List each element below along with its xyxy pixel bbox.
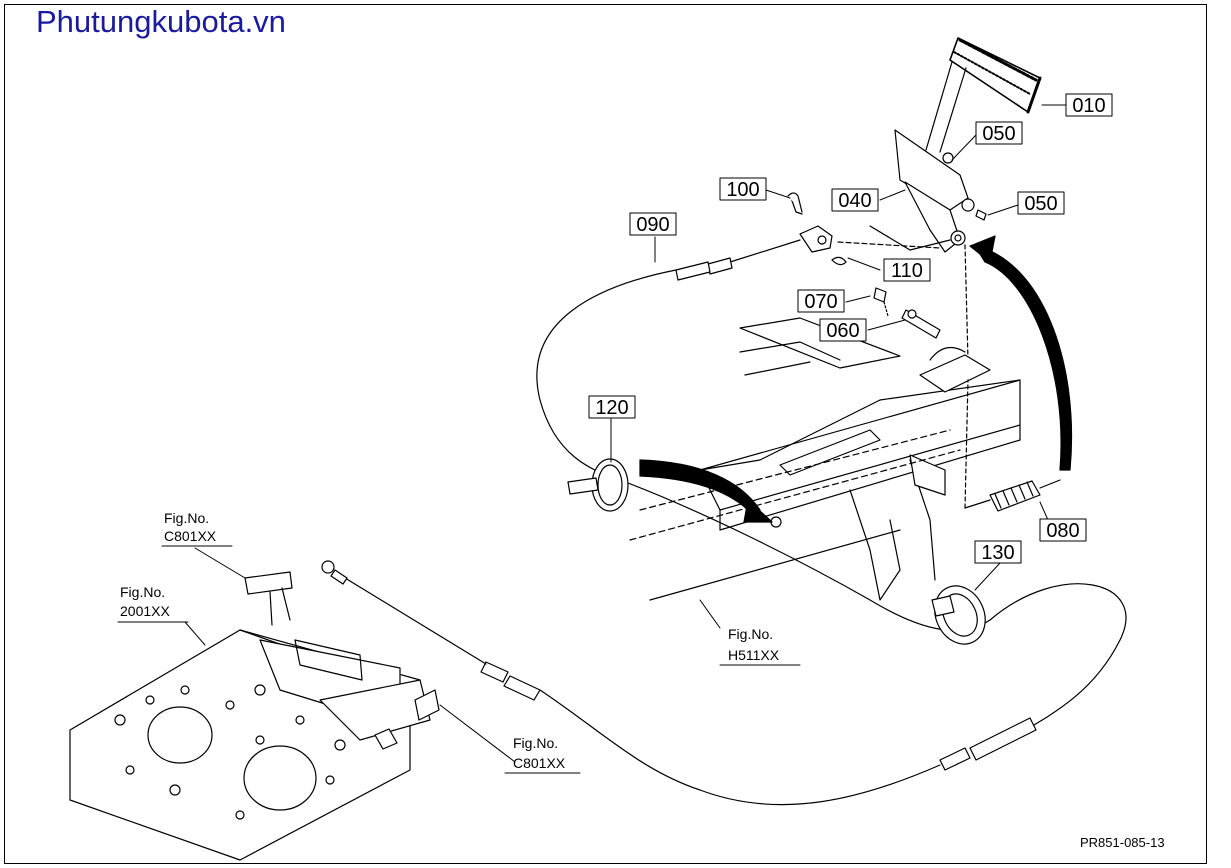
pedal-arm-part [894, 129, 987, 361]
callout-050-lower: 050 [1017, 191, 1065, 215]
cable-clamp-120 [567, 458, 629, 512]
svg-text:120: 120 [595, 397, 628, 419]
svg-text:050: 050 [982, 123, 1015, 145]
return-spring-part [964, 379, 1061, 512]
svg-text:040: 040 [838, 190, 871, 212]
callout-010: 010 [1065, 93, 1113, 117]
cable-clevis-part [787, 192, 951, 266]
svg-text:2001XX: 2001XX [120, 603, 170, 619]
callout-110: 110 [883, 258, 931, 282]
svg-text:110: 110 [891, 260, 923, 282]
motion-arrow-right [969, 235, 1073, 471]
figref-c801xx-bottom: Fig.No. C801XX [504, 735, 581, 774]
svg-text:090: 090 [636, 214, 669, 236]
drawing-code: PR851-085-13 [1080, 835, 1165, 850]
figref-2001xx: Fig.No. 2001XX [117, 584, 189, 623]
callout-040: 040 [831, 188, 879, 212]
figure-references: Fig.No. C801XX Fig.No. 2001XX Fig.No. H5… [117, 510, 801, 774]
svg-text:070: 070 [804, 291, 837, 313]
site-watermark: Phutungkubota.vn [36, 4, 286, 39]
svg-text:100: 100 [726, 179, 759, 201]
pin-part [873, 287, 941, 339]
svg-text:Fig.No.: Fig.No. [728, 626, 773, 642]
svg-text:080: 080 [1046, 520, 1079, 542]
accelerator-cable [321, 239, 1127, 806]
motion-arrow-left [639, 459, 773, 523]
callout-labels: 010 050 040 050 100 090 110 070 [588, 93, 1113, 564]
callout-130: 130 [974, 540, 1022, 564]
callout-120: 120 [588, 395, 636, 419]
leader-lines [184, 104, 1067, 763]
callout-050-upper: 050 [975, 121, 1023, 145]
svg-text:C801XX: C801XX [164, 528, 217, 544]
callout-100: 100 [719, 177, 767, 201]
svg-text:Fig.No.: Fig.No. [513, 735, 558, 751]
main-frame-part [629, 317, 1021, 601]
svg-text:Fig.No.: Fig.No. [120, 584, 165, 600]
figref-c801xx-top: Fig.No. C801XX [161, 510, 233, 547]
svg-text:130: 130 [981, 542, 1014, 564]
pedal-part [925, 37, 1042, 153]
svg-text:010: 010 [1072, 95, 1105, 117]
svg-text:060: 060 [826, 320, 859, 342]
engine-block-part [69, 571, 440, 861]
figref-h511xx: Fig.No. H511XX [719, 626, 801, 666]
cable-clamp-130 [931, 585, 986, 645]
callout-090: 090 [629, 212, 677, 236]
callout-080: 080 [1039, 518, 1087, 542]
callout-060: 060 [819, 318, 867, 342]
svg-text:C801XX: C801XX [513, 755, 566, 771]
svg-text:Fig.No.: Fig.No. [164, 510, 209, 526]
svg-text:H511XX: H511XX [728, 647, 780, 663]
callout-070: 070 [797, 289, 845, 313]
svg-text:050: 050 [1024, 193, 1057, 215]
